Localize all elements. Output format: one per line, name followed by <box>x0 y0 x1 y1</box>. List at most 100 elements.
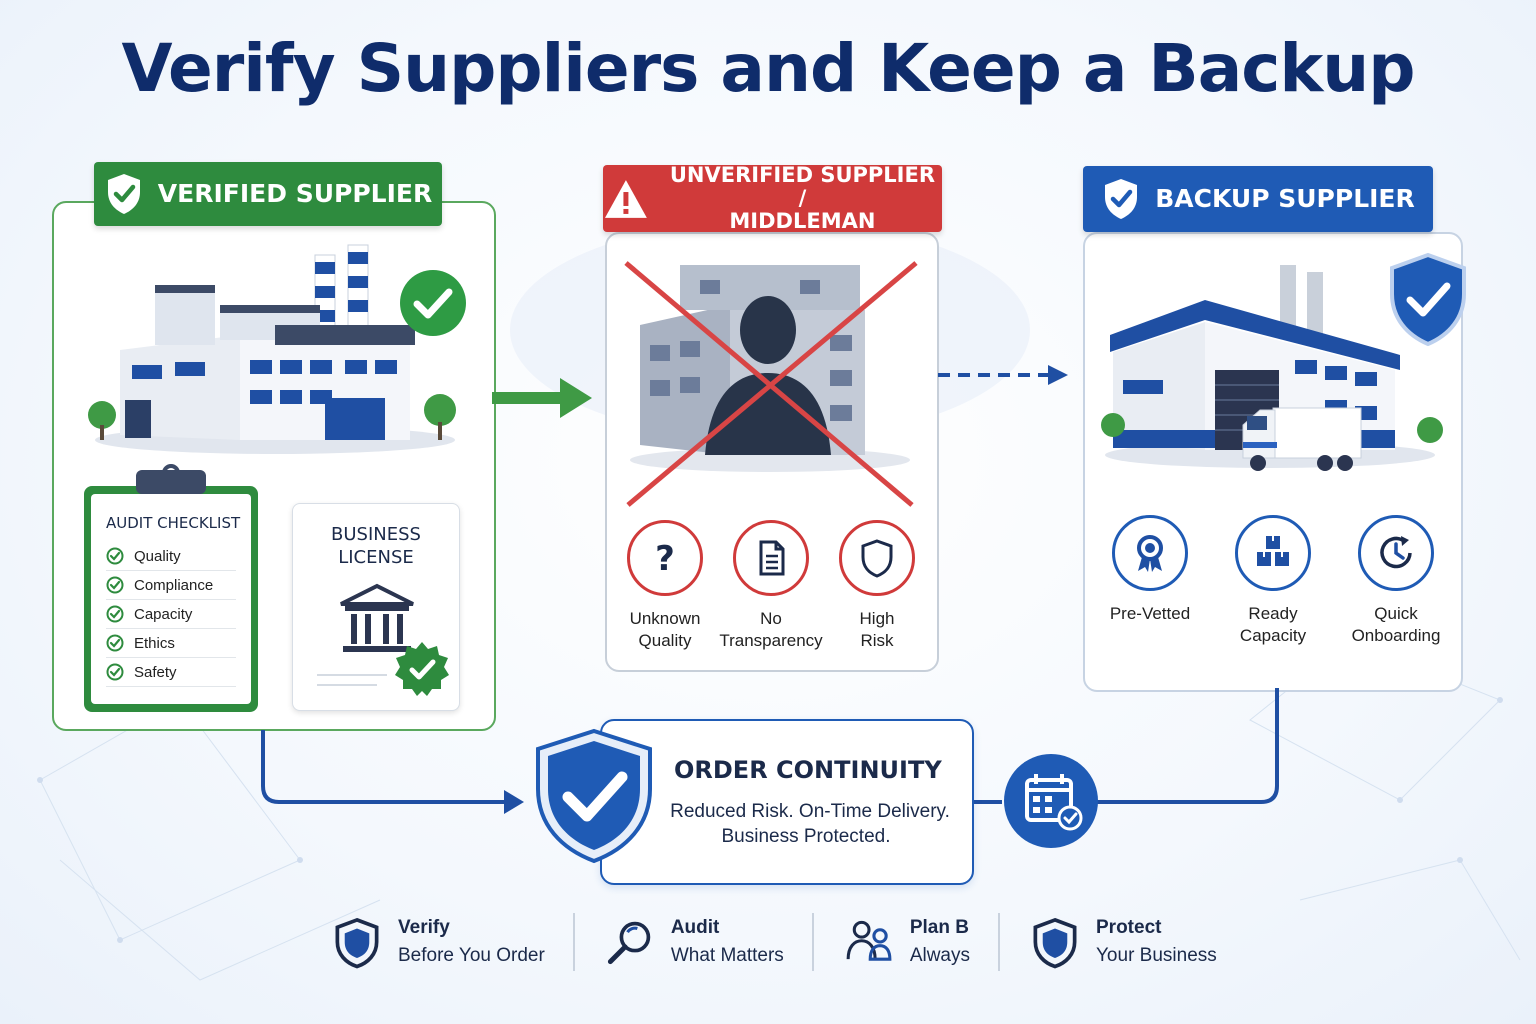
dashed-arrow <box>938 365 1068 385</box>
footer-item-subtitle: Your Business <box>1096 945 1217 966</box>
feature-label-line1: No <box>760 609 782 628</box>
continuity-line2: Business Protected. <box>721 826 891 847</box>
unverified-banner-line2: MIDDLEMAN <box>729 209 876 234</box>
checklist-item-label: Compliance <box>134 576 214 594</box>
shield-check-icon <box>107 174 140 214</box>
business-license-card: BUSINESS LICENSE <box>292 503 460 711</box>
feature-label-line1: Quick <box>1374 604 1418 623</box>
feature-item: ? Unknown Quality <box>612 520 718 660</box>
feature-label-line2: Risk <box>860 631 894 651</box>
magnifier-icon <box>607 921 651 965</box>
backup-features: Pre-Vetted Ready Capacity Quick Onboardi… <box>1095 515 1451 655</box>
checklist-item: Capacity <box>106 600 236 629</box>
footer-item: Verify Before You Order <box>330 915 545 969</box>
feature-label-line2: Onboarding <box>1351 626 1441 646</box>
feature-circle <box>1235 515 1311 591</box>
warehouse-illustration <box>1101 265 1443 471</box>
shield-icon <box>335 917 379 969</box>
unverified-banner-line1: UNVERIFIED SUPPLIER / <box>669 162 935 210</box>
feature-label: Pre-Vetted <box>1110 603 1190 625</box>
large-shield-check-icon <box>536 728 652 864</box>
svg-text:?: ? <box>655 539 675 579</box>
feature-label-line1: Ready <box>1248 604 1298 623</box>
checklist-item-label: Quality <box>134 547 181 565</box>
footer-bar: Verify Before You Order Audit What Matte… <box>330 912 1217 972</box>
footer-item-title: Protect <box>1096 917 1162 938</box>
crossed-middleman-illustration <box>624 261 918 507</box>
feature-circle: ? <box>627 520 703 596</box>
check-circle-icon <box>106 576 124 594</box>
footer-divider <box>998 913 1000 971</box>
footer-item: Plan B Always <box>842 915 970 969</box>
checklist-item: Ethics <box>106 629 236 658</box>
seal-check-icon <box>395 642 449 696</box>
feature-label: Unknown Quality <box>630 608 701 652</box>
check-circle-icon <box>106 547 124 565</box>
footer-item-title: Verify <box>398 917 450 938</box>
unverified-features: ? Unknown Quality No Transparency High R… <box>612 520 930 660</box>
checklist-title: AUDIT CHECKLIST <box>106 514 241 532</box>
footer-item-subtitle: Always <box>909 945 970 966</box>
footer-item-title: Audit <box>670 917 720 938</box>
bank-building-icon <box>340 583 414 652</box>
footer-divider <box>572 913 575 971</box>
feature-label-line2: Capacity <box>1239 626 1307 646</box>
feature-circle <box>839 520 915 596</box>
feature-item: High Risk <box>824 520 930 660</box>
feature-label: Quick Onboarding <box>1352 603 1441 647</box>
footer-item-title: Plan B <box>909 917 969 938</box>
continuity-title: ORDER CONTINUITY <box>674 756 942 784</box>
license-title-line1: BUSINESS <box>331 524 421 545</box>
check-circle-icon <box>106 663 124 681</box>
feature-item: Quick Onboarding <box>1341 515 1451 655</box>
checklist-item-label: Ethics <box>134 634 175 652</box>
page-title: Verify Suppliers and Keep a Backup <box>121 30 1415 107</box>
feature-label: Ready Capacity <box>1240 603 1306 647</box>
feature-circle <box>1112 515 1188 591</box>
footer-item: Protect Your Business <box>1028 915 1217 969</box>
license-title-line2: LICENSE <box>338 547 414 568</box>
feature-label: High Risk <box>860 608 895 652</box>
boxes-icon <box>1257 536 1289 566</box>
feature-item: Ready Capacity <box>1218 515 1328 655</box>
factory-illustration <box>88 244 456 454</box>
footer-divider <box>811 913 814 971</box>
shield-check-icon <box>1105 179 1138 219</box>
question-icon: ? <box>655 539 675 579</box>
verified-supplier-banner: VERIFIED SUPPLIER <box>94 162 442 226</box>
feature-item: Pre-Vetted <box>1095 515 1205 655</box>
shield-icon <box>1033 917 1077 969</box>
checklist-item: Compliance <box>106 571 236 600</box>
feature-item: No Transparency <box>718 520 824 660</box>
feature-label-line1: Pre-Vetted <box>1109 604 1191 623</box>
people-icon <box>846 920 892 961</box>
feature-label-line2: Transparency <box>719 631 823 651</box>
feature-label-line1: High <box>859 609 895 628</box>
footer-item: Audit What Matters <box>603 915 784 969</box>
continuity-connectors <box>261 688 1279 814</box>
shield-check-badge-icon <box>1390 252 1466 347</box>
check-circle-icon <box>106 605 124 623</box>
backup-supplier-banner: BACKUP SUPPLIER <box>1083 166 1433 232</box>
checklist-item-label: Safety <box>134 663 177 681</box>
ribbon-icon <box>1137 535 1163 572</box>
unverified-supplier-banner: UNVERIFIED SUPPLIER / MIDDLEMAN <box>603 162 942 234</box>
approved-check-icon <box>400 270 466 336</box>
green-arrow <box>492 378 592 418</box>
checklist-item: Quality <box>106 542 236 571</box>
document-icon <box>759 540 785 576</box>
check-circle-icon <box>106 634 124 652</box>
checklist-item-label: Capacity <box>134 605 193 623</box>
warning-icon <box>604 179 647 218</box>
feature-label-line2: Quality <box>638 631 692 651</box>
feature-label: No Transparency <box>719 608 822 652</box>
feature-circle <box>733 520 809 596</box>
calendar-check-icon <box>1004 754 1098 848</box>
backup-banner-text: BACKUP SUPPLIER <box>1155 184 1415 214</box>
shield-outline-icon <box>861 539 893 578</box>
feature-circle <box>1358 515 1434 591</box>
clock-icon <box>1380 536 1412 569</box>
continuity-line1: Reduced Risk. On-Time Delivery. <box>670 801 950 822</box>
feature-label-line1: Unknown <box>629 609 701 628</box>
